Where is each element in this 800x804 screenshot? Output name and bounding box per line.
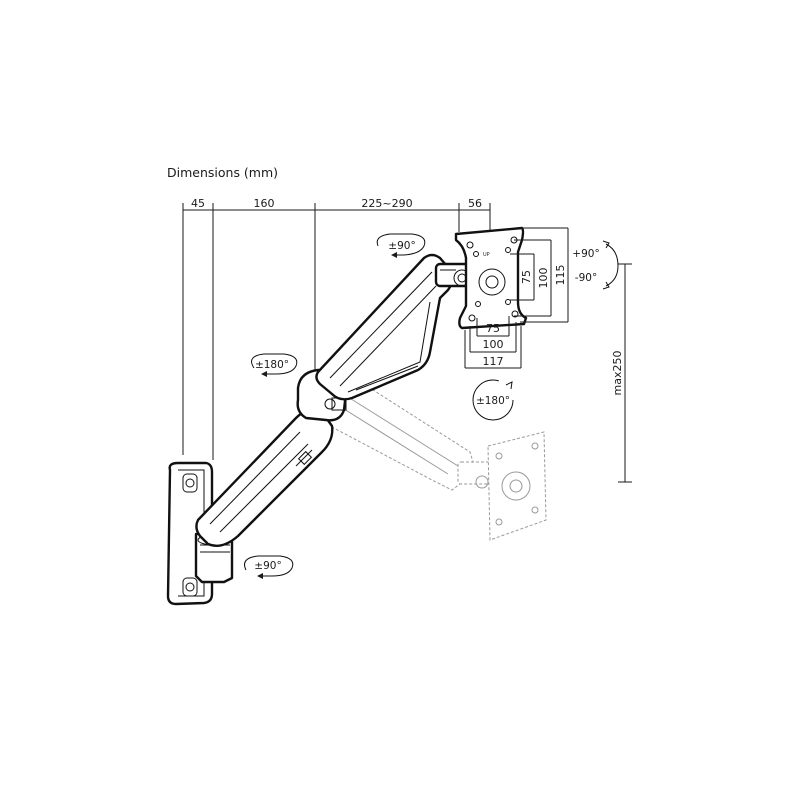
dim-vesa-v-100: 100 — [537, 268, 550, 289]
vesa-vertical-dimensions: 75 100 115 — [510, 227, 569, 323]
vesa-plate: UP — [454, 226, 528, 330]
svg-text:UP: UP — [483, 252, 490, 258]
rotation-base-label: ±90° — [254, 560, 281, 572]
upper-arm — [315, 253, 454, 401]
rotation-vesa: ±180° — [472, 379, 514, 421]
dim-225-290: 225~290 — [361, 197, 412, 210]
rotation-elbow: ±180° — [251, 353, 298, 377]
dim-45: 45 — [191, 197, 205, 210]
rotation-head-swivel: ±90° — [376, 233, 426, 258]
rotation-head-swivel-label: ±90° — [388, 240, 415, 252]
rotation-tilt-down-label: -90° — [575, 272, 597, 284]
dim-vesa-h-75: 75 — [486, 322, 500, 335]
rotation-base: ±90° — [244, 555, 294, 579]
rotation-tilt-up-label: +90° — [572, 248, 599, 260]
dim-vesa-h-100: 100 — [483, 338, 504, 351]
dim-56: 56 — [468, 197, 482, 210]
height-dimension: max250 — [611, 263, 632, 483]
dim-vesa-h-117: 117 — [483, 355, 504, 368]
diagram-title: Dimensions (mm) — [167, 165, 279, 180]
vesa-horizontal-dimensions: 75 100 117 — [464, 316, 522, 369]
dim-vesa-v-75: 75 — [520, 270, 533, 284]
dim-vesa-v-115: 115 — [554, 265, 567, 286]
dim-160: 160 — [254, 197, 275, 210]
rotation-elbow-label: ±180° — [255, 359, 289, 371]
dim-max-height: max250 — [611, 351, 624, 396]
top-dimension-line: 45 160 225~290 56 — [182, 197, 491, 460]
rotation-tilt: +90° -90° — [572, 240, 619, 290]
rotation-vesa-label: ±180° — [476, 395, 510, 407]
lower-arm — [195, 407, 334, 547]
